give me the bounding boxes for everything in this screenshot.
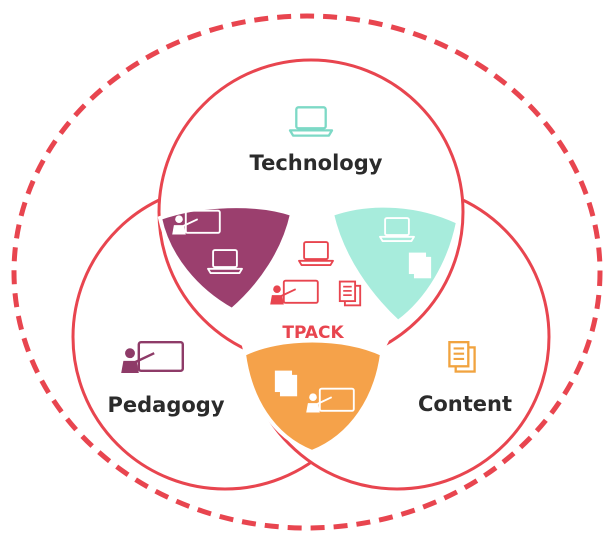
tpack-label: TPACK	[282, 323, 344, 343]
center-document-icon	[338, 280, 362, 307]
tpack-center-region	[232, 209, 398, 354]
context-dashed-circle	[11, 13, 603, 531]
tc-document-icon	[408, 252, 432, 279]
content-document-icon	[448, 340, 476, 373]
technology-label: Technology	[250, 151, 383, 175]
pc-document-icon	[274, 370, 298, 397]
content-label: Content	[418, 392, 512, 416]
pedagogy-label: Pedagogy	[107, 393, 224, 417]
